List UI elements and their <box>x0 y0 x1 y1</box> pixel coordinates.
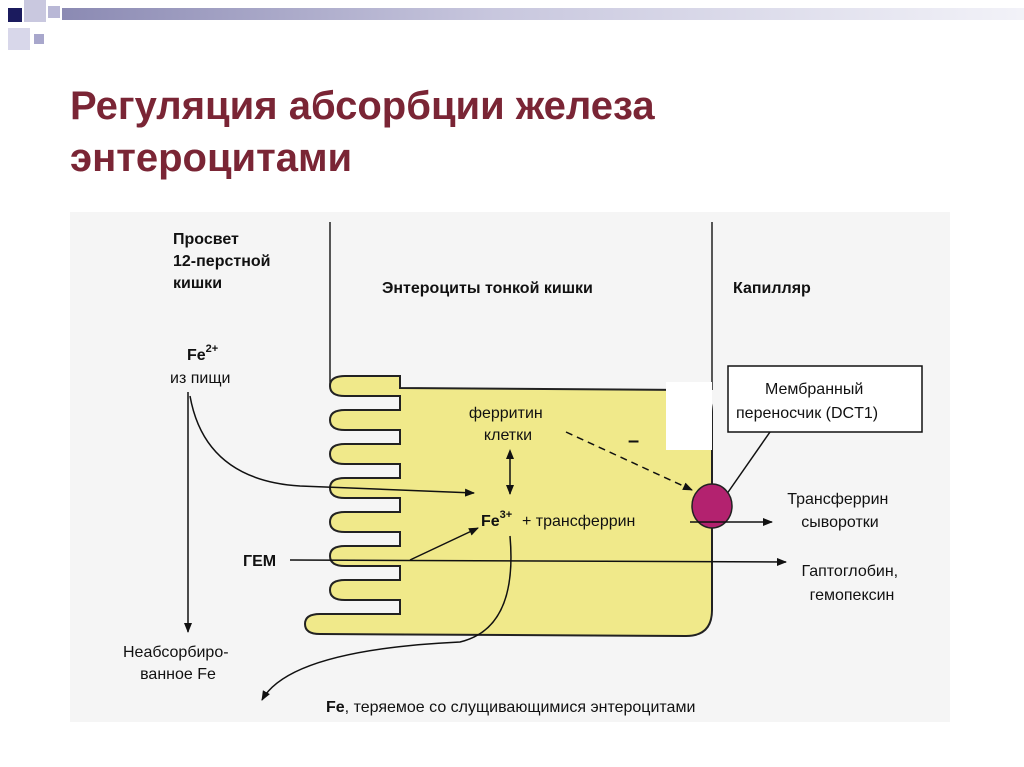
capillary-label: Капилляр <box>733 280 811 297</box>
header-deco-square-3 <box>48 6 60 18</box>
header-deco-square-2 <box>24 0 46 22</box>
lumen-label: Просвет 12-перстной кишки <box>173 231 275 292</box>
heme-to-fe3-arrow <box>409 527 479 561</box>
haptoglobin-label: Гаптоглобин, гемопексин <box>801 563 902 604</box>
transporter-callout-box <box>727 365 923 433</box>
membrane-white-patch <box>666 382 712 450</box>
header-deco-square-4 <box>8 28 30 50</box>
fe2-label: Fe2+ <box>187 343 218 364</box>
heme-to-capillary-arrow <box>289 557 787 566</box>
serum-transferrin-label: Трансферрин сыворотки <box>787 491 893 531</box>
fe3-label: Fe3+ <box>481 509 512 530</box>
slide-title-line-2: энтероцитами <box>70 136 353 180</box>
transporter-callout-pointer <box>723 431 771 499</box>
enterocytes-label: Энтероциты тонкой кишки <box>382 280 593 297</box>
header-deco-square-1 <box>8 8 22 22</box>
fe-source-label: из пищи <box>170 370 230 387</box>
fe3-transferrin-label: + трансферрин <box>522 513 635 530</box>
minus-sign: – <box>628 430 639 452</box>
slide-title: Регуляция абсорбции железа энтероцитами <box>70 80 655 184</box>
shed-fe-arrow <box>261 535 512 701</box>
unabsorbed-fe-label: Неабсорбиро- ванное Fe <box>123 644 233 683</box>
enterocyte-cell <box>303 375 713 638</box>
transporter-label: Мембранный переносчик (DCT1) <box>736 381 878 422</box>
header-deco-square-5 <box>34 34 44 44</box>
heme-label: ГЕМ <box>243 553 276 570</box>
dct1-transporter <box>691 483 733 529</box>
lost-fe-label: Fe, теряемое со слущивающимися энтероцит… <box>326 699 695 716</box>
fe2-uptake-arrow <box>189 395 475 497</box>
header-deco-bar <box>62 8 1024 20</box>
ferritin-label: ферритин клетки <box>469 405 547 444</box>
slide-title-line-1: Регуляция абсорбции железа <box>70 84 655 128</box>
